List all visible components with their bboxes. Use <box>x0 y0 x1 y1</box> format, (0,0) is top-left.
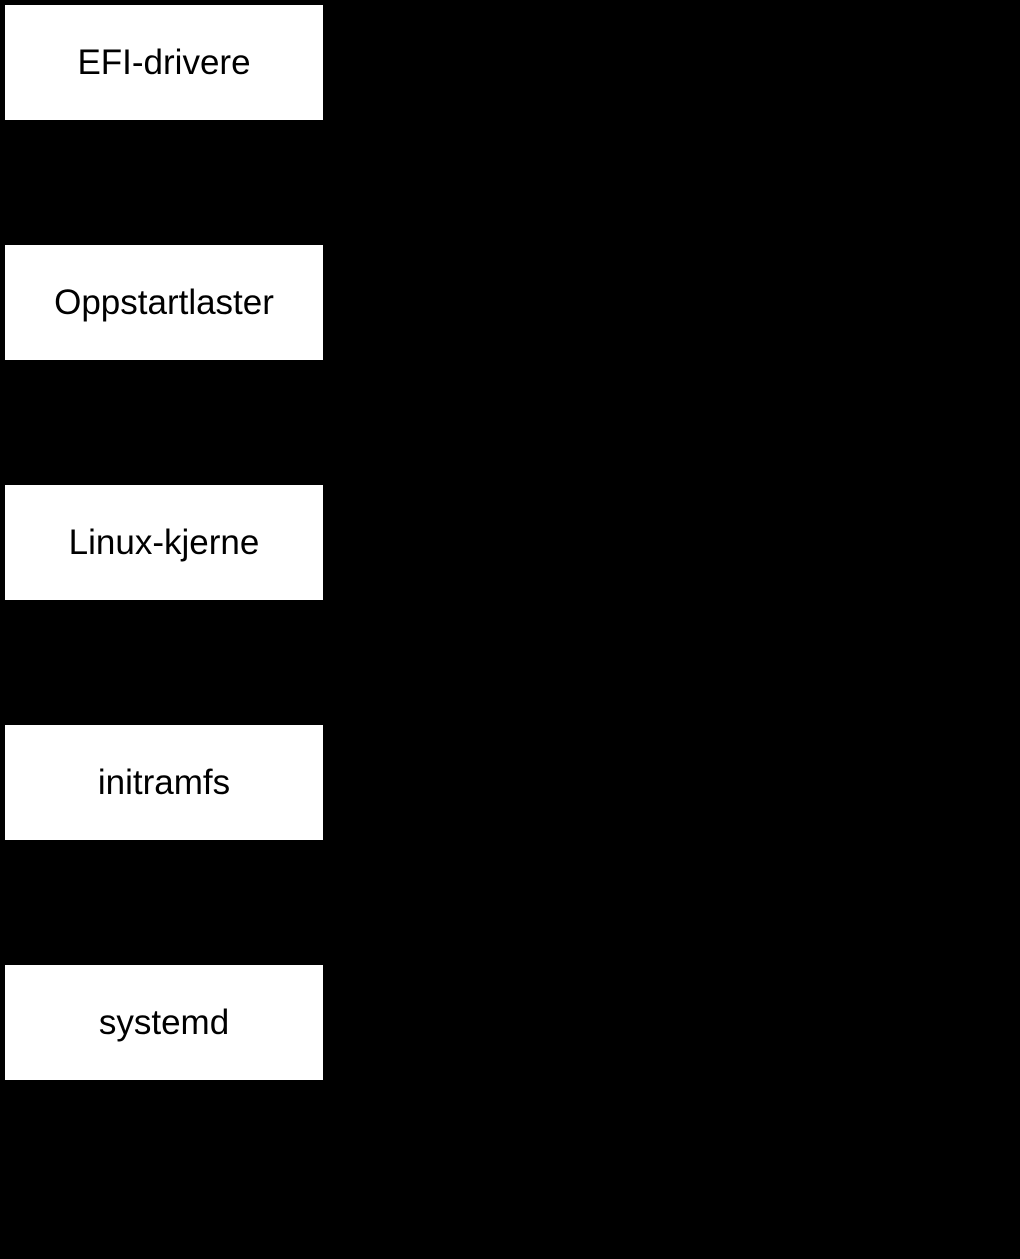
node-efi-drivere: EFI-drivere <box>5 5 323 120</box>
node-linux-kjerne-label: Linux-kjerne <box>68 523 260 562</box>
node-systemd-label: systemd <box>98 1003 230 1042</box>
node-efi-drivere-label: EFI-drivere <box>77 43 251 82</box>
node-initramfs-label: initramfs <box>97 763 231 802</box>
node-initramfs: initramfs <box>5 725 323 840</box>
node-oppstartlaster-label: Oppstartlaster <box>54 283 274 322</box>
node-linux-kjerne: Linux-kjerne <box>5 485 323 600</box>
node-systemd: systemd <box>5 965 323 1080</box>
node-oppstartlaster: Oppstartlaster <box>5 245 323 360</box>
